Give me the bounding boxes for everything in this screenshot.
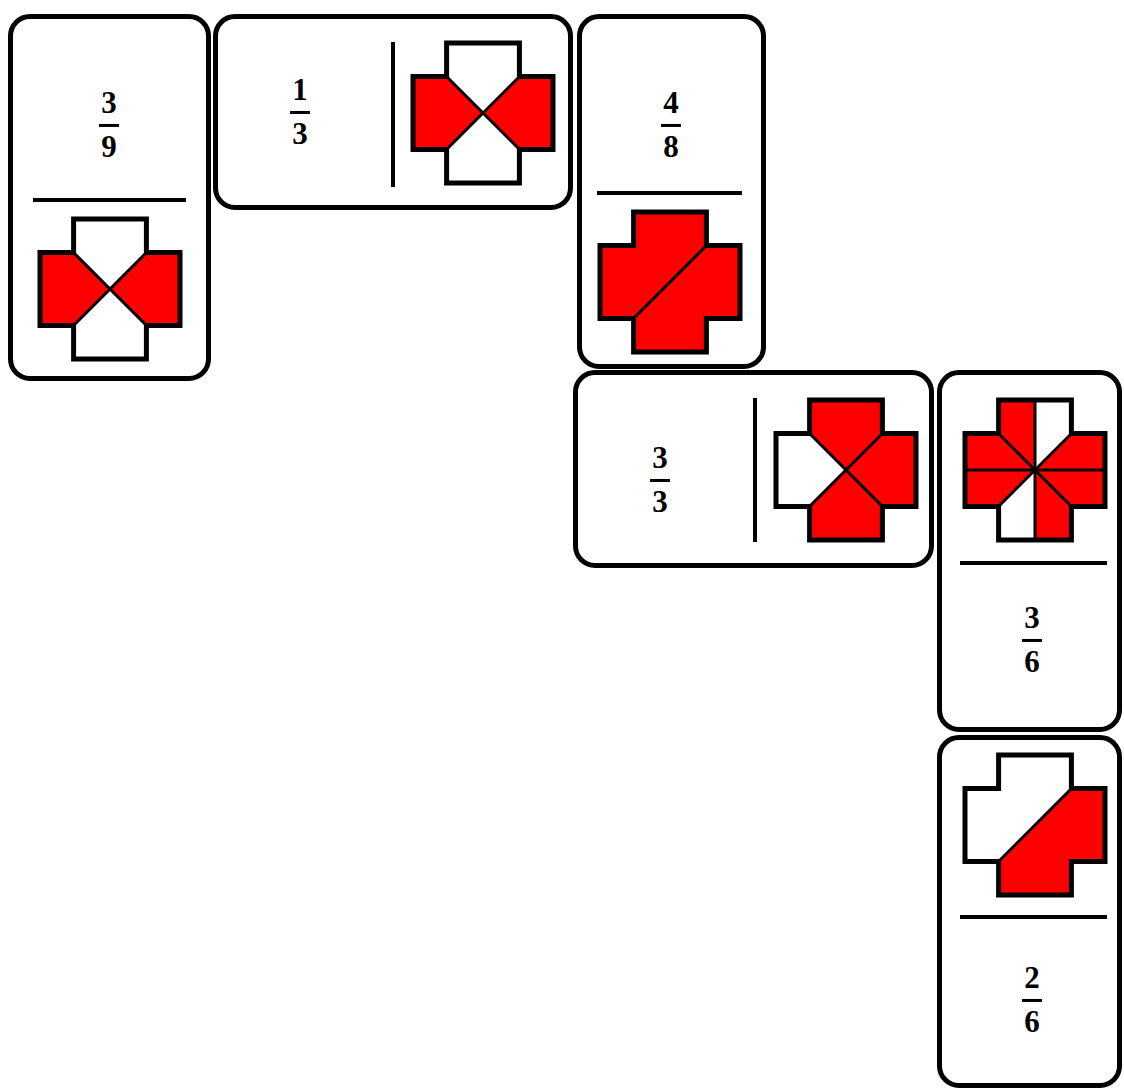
shaded-part <box>965 755 1105 895</box>
tile-picture <box>578 375 929 563</box>
fraction-label: 36 <box>1022 602 1042 678</box>
fraction: 39 <box>99 87 119 163</box>
fraction-label: 39 <box>99 87 119 163</box>
cross-outline <box>965 755 1105 895</box>
domino-tile: 26 <box>937 735 1122 1088</box>
cross-figure <box>413 43 553 183</box>
split-line <box>413 43 553 183</box>
domino-tile: 36 <box>937 370 1122 732</box>
tile-picture <box>13 19 206 376</box>
split-line <box>600 212 740 352</box>
domino-tile: 13 <box>213 14 573 210</box>
split-line <box>776 400 916 540</box>
divider-line <box>960 915 1107 919</box>
cross-ground <box>600 212 740 352</box>
fraction: 48 <box>661 87 681 163</box>
shaded-part <box>600 212 740 352</box>
split-line <box>965 400 1105 540</box>
cross-figure <box>965 400 1105 540</box>
domino-tile: 33 <box>573 370 934 568</box>
cross-outline <box>413 43 553 183</box>
fraction-label: 33 <box>650 442 670 518</box>
fraction: 26 <box>1022 962 1042 1038</box>
split-line <box>965 469 1105 472</box>
cross-figure <box>600 212 740 352</box>
split-line <box>40 219 180 359</box>
split-line <box>776 400 916 540</box>
divider-line <box>753 398 757 542</box>
fraction-label: 26 <box>1022 962 1042 1038</box>
cross-figure <box>776 400 916 540</box>
divider-line <box>391 42 395 187</box>
cross-outline <box>40 219 180 359</box>
tile-picture <box>582 19 761 364</box>
divider-line <box>33 198 186 202</box>
fraction: 36 <box>1022 602 1042 678</box>
cross-ground <box>40 219 180 359</box>
split-line <box>965 755 1105 895</box>
split-line <box>40 219 180 359</box>
domino-tile: 39 <box>8 14 211 381</box>
cross-figure <box>965 755 1105 895</box>
split-line <box>413 43 553 183</box>
domino-tile: 48 <box>577 14 766 369</box>
fraction: 13 <box>290 74 310 150</box>
cross-outline <box>965 400 1105 540</box>
fraction-label: 13 <box>290 74 310 150</box>
cross-figure <box>40 219 180 359</box>
fraction: 33 <box>650 442 670 518</box>
cross-outline <box>776 400 916 540</box>
split-line <box>965 400 1105 540</box>
cross-ground <box>965 755 1105 895</box>
cross-ground <box>965 400 1105 540</box>
divider-line <box>597 191 742 195</box>
cross-ground <box>413 43 553 183</box>
cross-ground <box>776 400 916 540</box>
fraction-label: 48 <box>661 87 681 163</box>
cross-outline <box>600 212 740 352</box>
tile-picture <box>218 19 568 205</box>
divider-line <box>960 561 1107 565</box>
